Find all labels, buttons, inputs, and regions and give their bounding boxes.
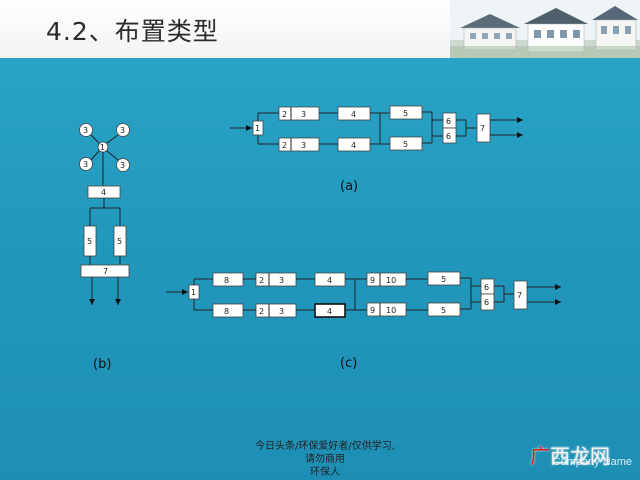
layout-diagram: 1 2 3 4 5 2 3 4 5 xyxy=(79,105,561,372)
a-block-7 xyxy=(476,113,491,143)
houses-illustration xyxy=(450,0,640,58)
a-label-2-bottom: 2 xyxy=(282,141,287,150)
c-label-9-bottom: 9 xyxy=(370,306,375,315)
b-label-5-right: 5 xyxy=(117,237,122,246)
c-label-4-top: 4 xyxy=(327,276,332,285)
footer-line-2: 请勿商用 xyxy=(305,454,345,465)
a-label-7: 7 xyxy=(480,124,485,133)
watermark-accent: 广 xyxy=(530,444,550,468)
b-circle-3-br xyxy=(116,158,130,172)
c-label-4-bottom: 4 xyxy=(327,307,332,316)
c-label-10-top: 10 xyxy=(386,276,396,285)
a-label-2-top: 2 xyxy=(282,110,287,119)
footer-line-1: 今日头条/环保爱好者/仅供学习, xyxy=(255,441,395,452)
diagram-b: 3 3 1 3 3 4 5 5 7 xyxy=(79,123,130,372)
company-name: Company Name xyxy=(552,456,632,468)
c-label-9-top: 9 xyxy=(370,276,375,285)
c-label-10-bottom: 10 xyxy=(386,306,396,315)
c-label-5-bottom: 5 xyxy=(441,306,446,315)
c-label-1: 1 xyxy=(191,288,196,297)
c-label-2-top: 2 xyxy=(259,276,264,285)
c-label-8-top: 8 xyxy=(224,276,229,285)
b-label-4: 4 xyxy=(101,188,106,197)
watermark-text: 西龙网 xyxy=(550,444,610,468)
diagram-c: 1 8 2 3 4 9 10 5 8 xyxy=(166,271,561,371)
b-label-3-bl: 3 xyxy=(83,160,88,169)
c-block-7 xyxy=(513,280,528,310)
diagram-area: 1 2 3 4 5 2 3 4 5 xyxy=(0,58,640,480)
slide-title: 4.2、布置类型 xyxy=(46,17,219,46)
b-block-7 xyxy=(80,264,130,278)
c-label-6-bottom: 6 xyxy=(484,298,489,307)
watermark: 广西龙网 xyxy=(530,440,610,469)
a-label-5-bottom: 5 xyxy=(403,140,408,149)
c-label-6-top: 6 xyxy=(484,283,489,292)
c-label-8-bottom: 8 xyxy=(224,307,229,316)
caption-a: (a) xyxy=(340,179,358,194)
a-label-6-top: 6 xyxy=(446,117,451,126)
b-circle-3-tl xyxy=(79,123,93,137)
caption-c: (c) xyxy=(340,356,357,371)
b-label-3-tl: 3 xyxy=(83,126,88,135)
c-label-5-top: 5 xyxy=(441,275,446,284)
b-circle-3-tr xyxy=(116,123,130,137)
a-label-3-bottom: 3 xyxy=(301,141,306,150)
b-label-5-left: 5 xyxy=(87,237,92,246)
b-circle-3-bl xyxy=(79,157,93,171)
slide-header: 4.2、布置类型 xyxy=(0,0,640,58)
footer-line-3: 环保人 xyxy=(310,467,340,478)
b-label-1: 1 xyxy=(100,143,105,152)
b-label-7: 7 xyxy=(103,267,108,276)
a-label-4-bottom: 4 xyxy=(351,141,356,150)
a-label-4-top: 4 xyxy=(351,110,356,119)
footer-note: 今日头条/环保爱好者/仅供学习, 请勿商用 环保人 xyxy=(220,440,430,479)
caption-b: (b) xyxy=(93,357,111,372)
b-label-3-br: 3 xyxy=(120,161,125,170)
c-label-2-bottom: 2 xyxy=(259,307,264,316)
b-label-3-tr: 3 xyxy=(120,126,125,135)
a-label-3-top: 3 xyxy=(301,110,306,119)
c-label-3-bottom: 3 xyxy=(279,307,284,316)
c-label-7: 7 xyxy=(517,291,522,300)
a-label-5-top: 5 xyxy=(403,109,408,118)
a-label-1: 1 xyxy=(255,124,260,133)
diagram-a: 1 2 3 4 5 2 3 4 5 xyxy=(230,105,523,194)
a-label-6-bottom: 6 xyxy=(446,132,451,141)
c-label-3-top: 3 xyxy=(279,276,284,285)
